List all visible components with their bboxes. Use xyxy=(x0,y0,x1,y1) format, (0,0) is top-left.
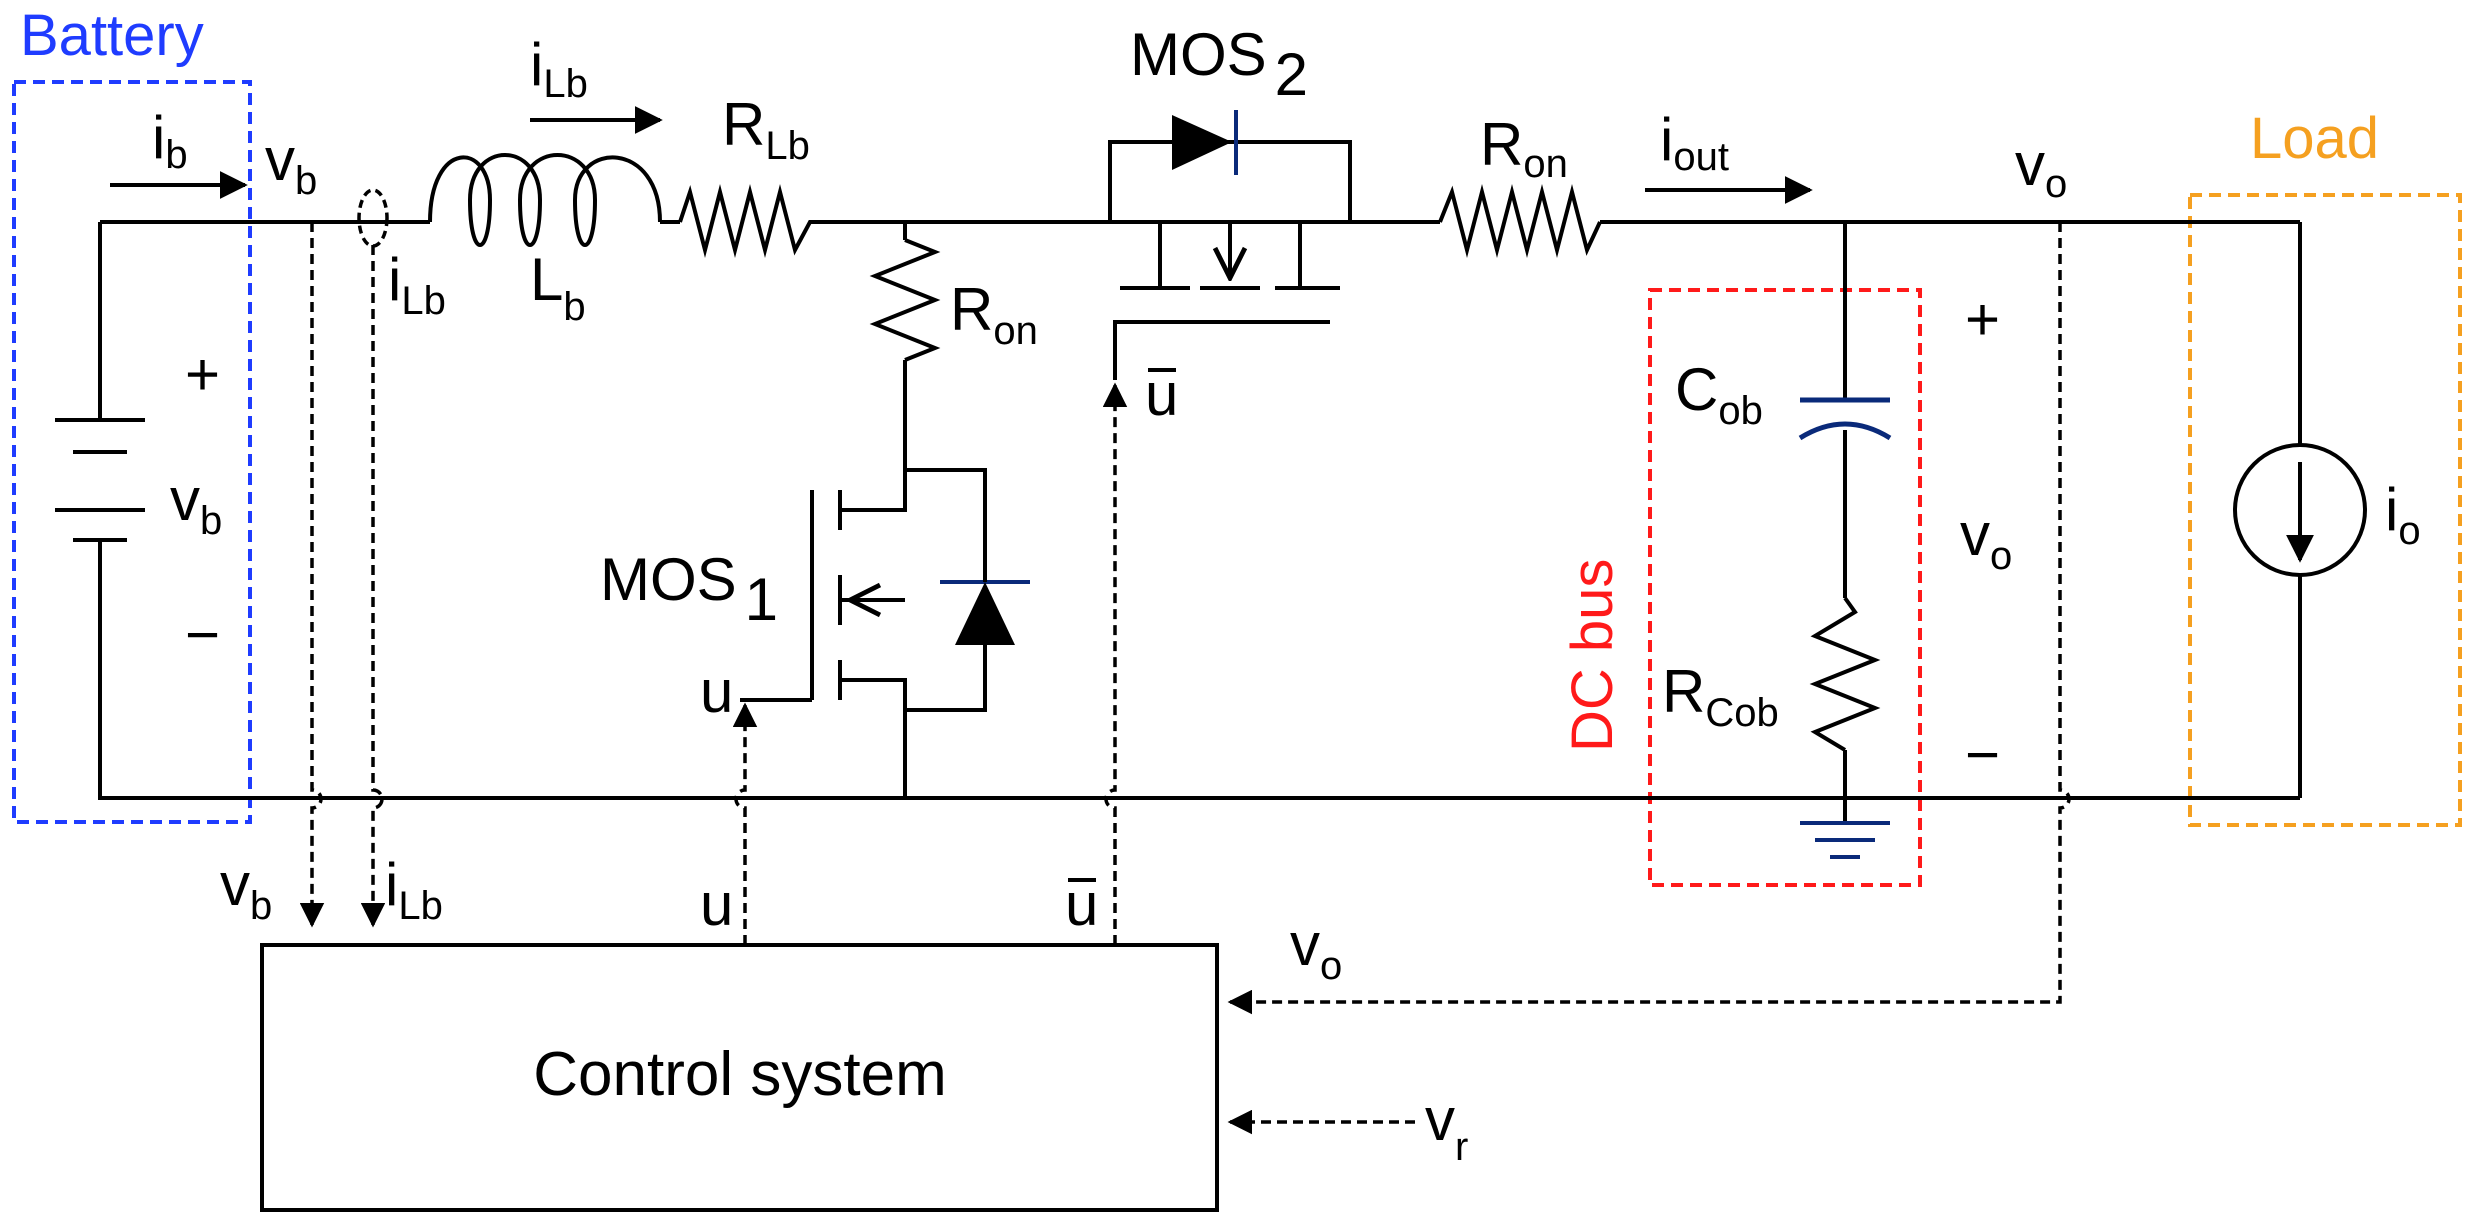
dcbus-branch xyxy=(1809,222,1881,823)
mos1-diode xyxy=(940,560,1030,665)
label-r-lb: RLb xyxy=(722,91,810,168)
control-system-label: Control system xyxy=(533,1040,946,1109)
vo-plus: + xyxy=(1965,286,2000,353)
label-r-on-series: Ron xyxy=(1480,111,1568,186)
label-i-lb-top: iLb xyxy=(530,31,588,106)
label-i-lb-ctrl: iLb xyxy=(385,851,443,928)
battery-region xyxy=(12,80,252,824)
label-ubar-gate: u xyxy=(1145,361,1178,428)
control-system-box xyxy=(260,943,1219,1212)
mos2-diode xyxy=(1172,110,1238,175)
load-region xyxy=(2188,193,2462,827)
dcbus-region xyxy=(1648,288,1922,887)
label-v-b-node: vb xyxy=(265,126,317,203)
battery-label: Battery xyxy=(20,3,204,68)
label-i-lb-sense: iLb xyxy=(388,246,446,323)
ground-symbol xyxy=(1800,821,1890,859)
main-wires xyxy=(98,220,2302,800)
label-u-gate: u xyxy=(700,658,733,725)
label-i-o: io xyxy=(2385,476,2421,553)
label-v-o-mid: vo xyxy=(1960,501,2012,578)
battery-plus: + xyxy=(185,341,220,408)
label-v-o-ctrl: vo xyxy=(1290,911,1342,988)
vo-minus: − xyxy=(1965,721,2000,788)
resistor-rlb xyxy=(678,184,820,258)
battery-minus: − xyxy=(185,601,220,668)
resistor-ron-series xyxy=(1438,184,1602,258)
label-c-ob: Cob xyxy=(1675,356,1763,433)
dcbus-label: DC bus xyxy=(1560,559,1625,752)
label-battery-vb: vb xyxy=(170,466,222,543)
label-v-o-node: vo xyxy=(2015,131,2067,206)
battery-source xyxy=(55,418,145,542)
label-r-cob: RCob xyxy=(1662,658,1779,735)
signal-lines xyxy=(299,222,2071,1135)
left-leg xyxy=(740,222,987,798)
label-l-b: Lb xyxy=(530,246,586,329)
label-r-on-vertical: Ron xyxy=(950,276,1038,353)
label-i-out: iout xyxy=(1660,106,1729,179)
label-u-ctrl: u xyxy=(700,871,733,938)
inductor-lb xyxy=(428,153,662,247)
cap-bottom-plate xyxy=(1798,421,1892,441)
label-ubar-ctrl: u xyxy=(1065,871,1098,938)
label-v-b-ctrl: vb xyxy=(220,851,272,928)
current-probe xyxy=(357,188,389,248)
load-current-source xyxy=(2233,443,2367,577)
label-v-r-ctrl: vr xyxy=(1425,1086,1468,1169)
label-i-b: ib xyxy=(152,104,188,177)
load-label: Load xyxy=(2250,106,2379,171)
